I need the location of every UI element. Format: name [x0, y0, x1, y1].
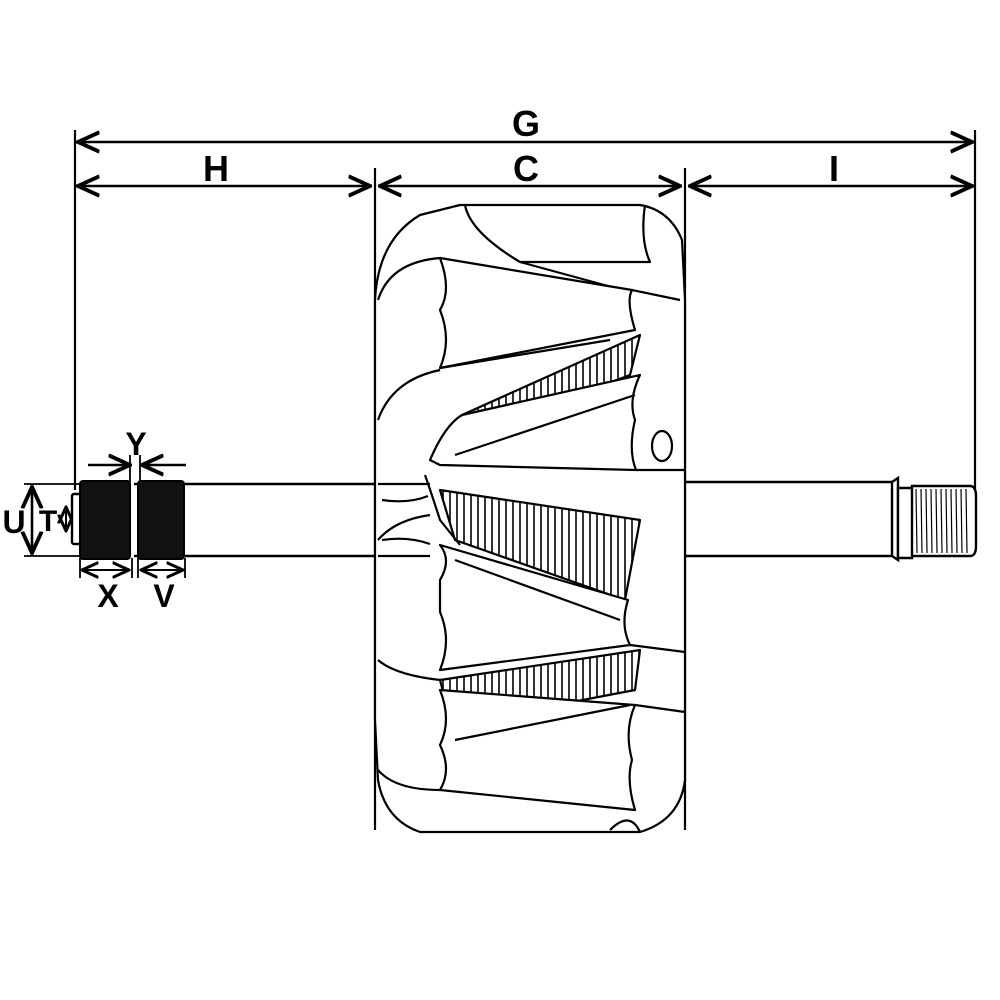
claw-pole-body [373, 203, 687, 834]
label-h: H [203, 148, 229, 189]
label-x: X [97, 578, 119, 614]
label-c: C [513, 148, 539, 189]
slip-ring-2 [137, 480, 185, 560]
thread-line [930, 488, 933, 554]
label-v: V [153, 578, 175, 614]
thread-line [940, 488, 943, 554]
small-extension-lines [24, 455, 186, 578]
pole-hole [650, 429, 674, 463]
label-u: U [2, 504, 25, 540]
dimension-labels: G H C I Y U T X V [2, 103, 839, 614]
thread-lines [915, 488, 968, 554]
thread-line [950, 488, 953, 554]
dimension-arrows [32, 142, 972, 570]
shaft-step [890, 475, 900, 563]
label-t: T [39, 505, 57, 538]
label-y: Y [125, 426, 146, 462]
label-g: G [512, 103, 540, 144]
thread-line [965, 488, 968, 554]
label-i: I [829, 148, 839, 189]
thread-line [915, 488, 918, 554]
thread-line [960, 488, 963, 554]
slip-ring-1 [79, 480, 131, 560]
thread-line [955, 488, 958, 554]
thread-line [945, 488, 948, 554]
thread-line [920, 488, 923, 554]
thread-line [935, 488, 938, 554]
thread-line [925, 488, 928, 554]
slip-rings [79, 480, 185, 560]
